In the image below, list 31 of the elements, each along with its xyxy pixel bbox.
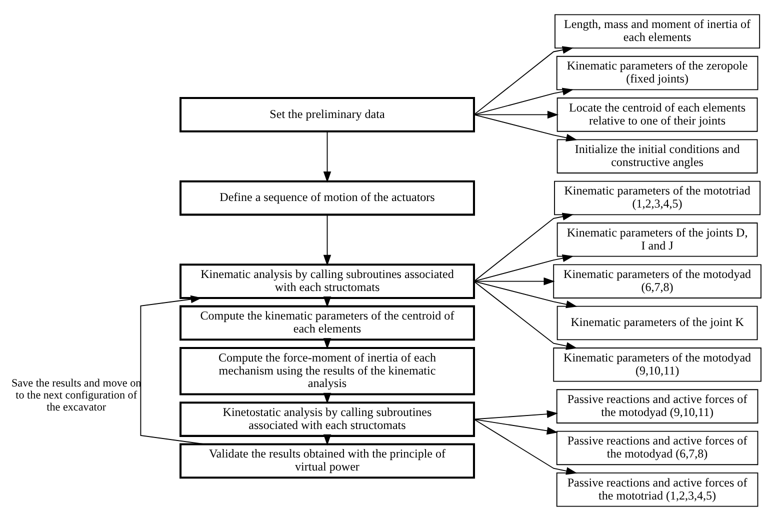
node-box: Passive reactions and active forces of the motodyad (6,7,8) xyxy=(556,430,758,466)
arrow xyxy=(474,418,578,475)
arrow xyxy=(323,214,332,266)
arrow xyxy=(474,418,558,435)
arrow xyxy=(474,88,574,116)
node-box: Kinematic parameters of the motodyad (6,7,8) xyxy=(553,264,762,298)
node-box: Kinematic parameters of the motodyad (9,10,11) xyxy=(553,348,762,382)
arrow xyxy=(474,110,559,119)
arrow xyxy=(474,410,558,420)
node-box: Length, mass and moment of inertia of each elements xyxy=(554,14,760,48)
arrow xyxy=(474,280,578,308)
node-box: Define a sequence of motion of the actuators xyxy=(180,180,475,216)
node-box: Locate the centroid of each elements relative to one of their joints xyxy=(556,98,758,132)
node-box: Kinematic parameters of the joint K xyxy=(556,306,758,340)
node-box: Kinematic parameters of the zeropole (fixed joints) xyxy=(556,56,758,90)
arrow xyxy=(474,254,574,282)
arrow xyxy=(474,277,555,286)
arrow xyxy=(474,212,574,282)
arrow xyxy=(474,280,578,350)
node-box: Kinematic parameters of the joints D, I and J xyxy=(556,222,758,257)
arrow xyxy=(474,114,578,142)
node-box: Kinematic parameters of the mototriad (1,2,3,4,5) xyxy=(554,180,761,216)
arrow xyxy=(323,131,332,183)
node-box: Validate the results obtained with the principle of virtual power xyxy=(180,443,475,479)
arrow xyxy=(474,46,574,116)
arrow xyxy=(140,295,206,445)
node-box: Set the preliminary data xyxy=(180,97,475,132)
edge-label: Save the results and move on to the next configuration of the excavator xyxy=(12,378,142,414)
node-box: Passive reactions and active forces of the mototriad (1,2,3,4,5) xyxy=(556,472,758,507)
node-box: Passive reactions and active forces of the motodyad (9,10,11) xyxy=(556,389,758,424)
node-box: Initialize the initial conditions and constructive angles xyxy=(556,139,758,174)
